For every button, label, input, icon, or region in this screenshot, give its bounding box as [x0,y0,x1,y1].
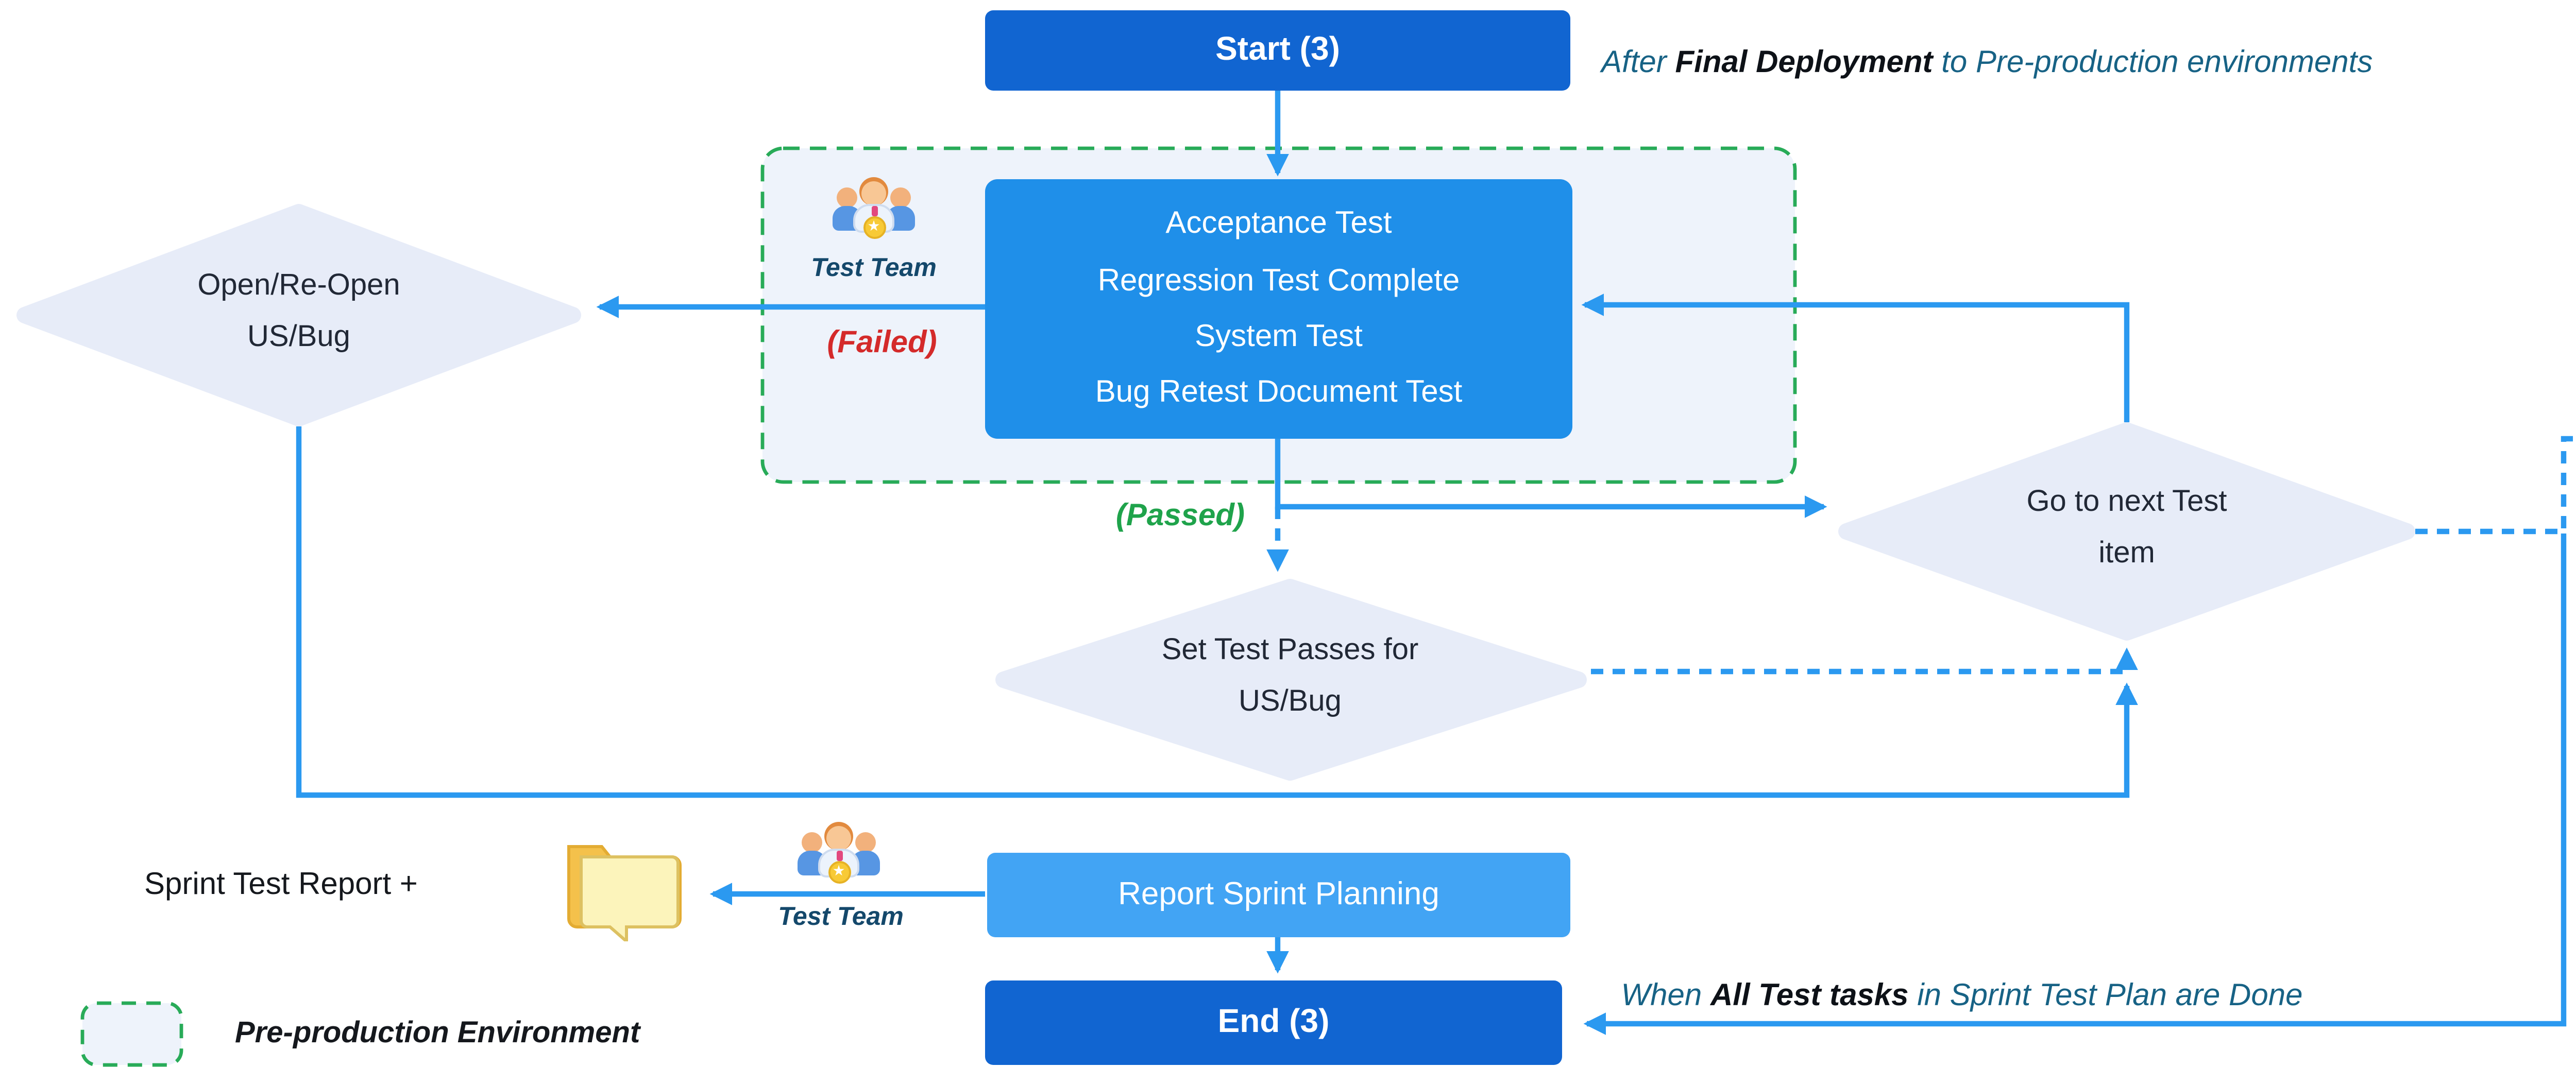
connector-go-to-next-to-end [1583,534,2567,1035]
set-test-passes-diamond [995,579,1587,781]
go-to-next-line-2: item [2098,537,2155,571]
annotation-top-suffix: to Pre-production environments [1933,45,2373,80]
set-test-passes-label: Set Test Passes for US/Bug [1084,626,1496,729]
annotation-bottom-suffix: in Sprint Test Plan are Done [1908,978,2303,1013]
test-team-label: Test Team [778,902,904,931]
person-icon [890,187,911,208]
test-team-icon: ★ [798,822,880,888]
passed-label: (Passed) [1115,498,1245,534]
open-reopen-diamond [16,204,581,426]
annotation-top-prefix: After [1601,45,1675,80]
set-test-passes-line-2: US/Bug [1239,685,1342,719]
go-to-next-diamond [1838,422,2415,641]
person-icon [837,187,857,208]
test-team-icon: ★ [833,177,915,243]
go-to-next-line-1: Go to next Test [2026,486,2227,519]
sprint-test-report-label: Sprint Test Report + [144,867,418,902]
annotation-bottom-prefix: When [1621,978,1710,1013]
connector-go-to-next-to-update-test-cases [2415,436,2576,535]
legend-preproduction-label: Pre-production Environment [235,1018,640,1051]
connector-go-to-next-loop-to-acceptance [1581,294,2130,422]
connector-set-test-passes-to-go-to-next [1591,647,2138,675]
annotation-top-bold: Final Deployment [1675,45,1933,80]
failed-label: (Failed) [827,325,937,360]
open-reopen-label: Open/Re-Open US/Bug [93,262,505,365]
person-icon [855,832,876,853]
legend-preproduction-swatch [80,1001,183,1067]
annotation-bottom-bold: All Test tasks [1710,978,1909,1013]
connector-open-reopen-to-go-to-next [296,426,2138,798]
start-node: Start (3) [985,10,1570,91]
report-sprint-planning-node: Report Sprint Planning [987,853,1570,937]
end-node: End (3) [985,980,1562,1065]
open-reopen-line-1: Open/Re-Open [197,270,400,303]
medal-star-icon: ★ [862,216,885,239]
after-deployment-annotation: After Final Deployment to Pre-production… [1601,45,2372,80]
medal-star-icon: ★ [827,861,850,884]
test-team-label: Test Team [811,253,937,282]
acceptance-line-3: System Test [1195,319,1363,354]
acceptance-line-2: Regression Test Complete [1097,263,1460,298]
when-all-tasks-done-annotation: When All Test tasks in Sprint Test Plan … [1599,978,2325,1013]
person-icon [802,832,822,853]
acceptance-test-node: Acceptance Test Regression Test Complete… [985,179,1572,439]
open-reopen-line-2: US/Bug [247,321,350,354]
acceptance-line-4: Bug Retest Document Test [1095,375,1463,411]
acceptance-line-1: Acceptance Test [1165,206,1392,242]
folder-document-icon [567,845,682,941]
go-to-next-label: Go to next Test item [1921,478,2333,581]
set-test-passes-line-1: Set Test Passes for [1161,634,1419,667]
